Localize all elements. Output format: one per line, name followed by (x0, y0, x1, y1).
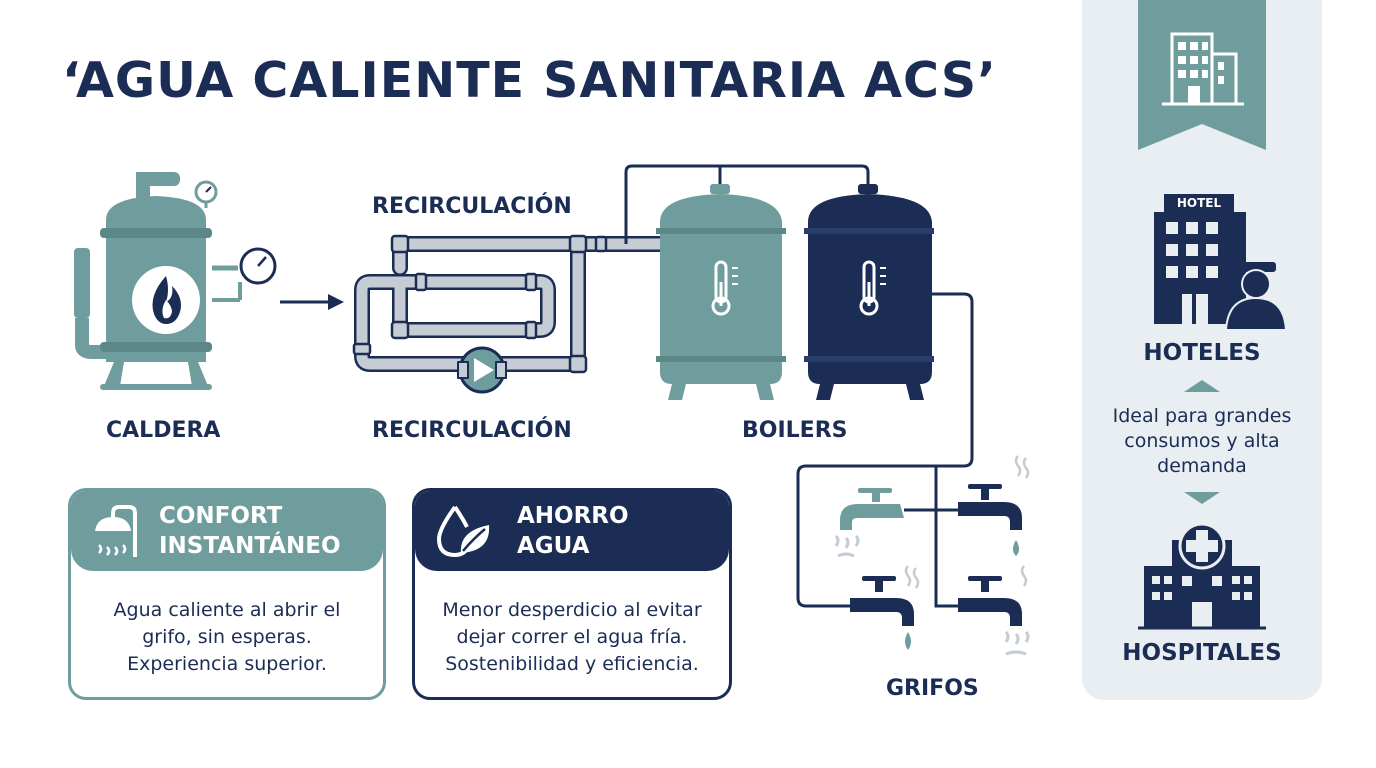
arrow-up-icon (1184, 380, 1220, 392)
description-line1: Ideal para grandes (1112, 405, 1292, 427)
arrow-right-icon (280, 294, 344, 310)
caldera-label: CALDERA (106, 418, 221, 443)
ahorro-body-line1: Menor desperdicio al evitar (442, 599, 702, 621)
description-line3: demanda (1157, 455, 1247, 477)
ahorro-title-line1: AHORRO (517, 503, 629, 529)
ahorro-body-line3: Sostenibilidad y eficiencia. (445, 653, 699, 675)
ahorro-card-header: AHORRO AGUA (415, 491, 729, 571)
boiler-teal-icon (656, 184, 786, 400)
faucet-teal-icon (834, 488, 904, 558)
ahorro-body-line2: dejar correr el agua fría. (456, 626, 688, 648)
confort-body-line1: Agua caliente al abrir el (113, 599, 341, 621)
confort-title-line1: CONFORT (159, 503, 283, 529)
sidebar-graphics (1138, 0, 1288, 630)
hospitales-label: HOSPITALES (1122, 640, 1282, 666)
arrow-down-icon (1184, 492, 1220, 504)
description-line2: consumos y alta (1124, 430, 1280, 452)
faucet-navy-icon (958, 565, 1030, 656)
shower-icon (95, 505, 137, 557)
caldera-icon (74, 172, 277, 390)
recirculacion-bottom-label: RECIRCULACIÓN (372, 418, 572, 443)
building-icon (1162, 32, 1244, 106)
water-drop-leaf-icon (436, 505, 490, 558)
hotel-icon (1154, 194, 1246, 324)
confort-body-line3: Experiencia superior. (127, 653, 327, 675)
page-title: ‘AGUA CALIENTE SANITARIA ACS’ (62, 52, 997, 109)
grifos-label: GRIFOS (886, 676, 979, 701)
recirculation-pipes-icon (352, 234, 668, 394)
faucet-navy-icon (958, 455, 1030, 556)
boiler-navy-icon (804, 184, 934, 400)
faucet-navy-icon (850, 565, 920, 650)
acs-diagram (74, 164, 1030, 656)
sidebar-description: Ideal para grandes consumos y alta deman… (1082, 404, 1322, 479)
ahorro-card: AHORRO AGUA Menor desperdicio al evitar … (412, 488, 732, 700)
bellboy-icon (1224, 262, 1288, 331)
confort-card-header: CONFORT INSTANTÁNEO (71, 491, 383, 571)
recirculacion-top-label: RECIRCULACIÓN (372, 194, 572, 219)
hoteles-label: HOTELES (1143, 340, 1261, 366)
ahorro-title-line2: AGUA (517, 533, 590, 559)
hospital-icon (1138, 522, 1266, 630)
hotel-sign: HOTEL (1176, 196, 1222, 210)
boilers-label: BOILERS (742, 418, 848, 443)
confort-body-line2: grifo, sin esperas. (142, 626, 312, 648)
confort-title-line2: INSTANTÁNEO (159, 533, 341, 559)
confort-card: CONFORT INSTANTÁNEO Agua caliente al abr… (68, 488, 386, 700)
